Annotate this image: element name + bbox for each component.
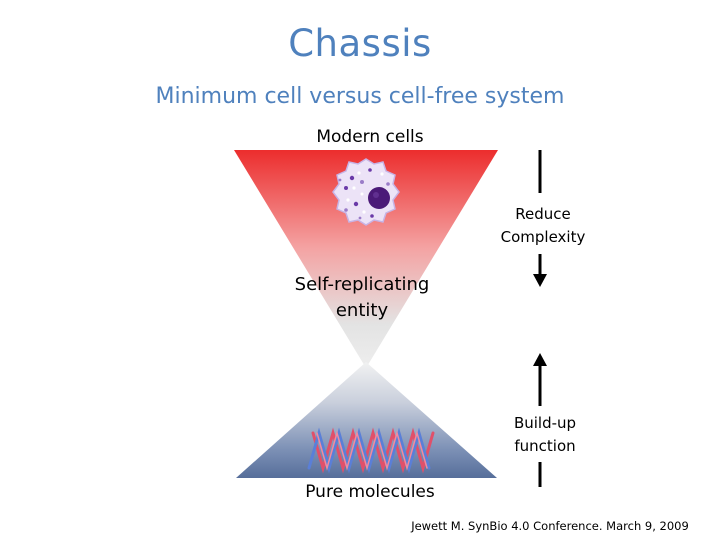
citation: Jewett M. SynBio 4.0 Conference. March 9… (411, 519, 689, 533)
slide-subtitle: Minimum cell versus cell-free system (155, 84, 565, 109)
label-self-replicating-line1: Self-replicating (294, 274, 430, 295)
label-reduce-complexity: Reduce Complexity (478, 203, 608, 249)
top-triangle (234, 150, 498, 368)
down-arrow-icon (533, 150, 547, 287)
label-reduce-line2: Complexity (500, 228, 586, 246)
label-reduce-line1: Reduce (515, 205, 571, 223)
slide-title: Chassis (288, 22, 432, 65)
cell-icon (332, 158, 400, 226)
up-arrow-icon (533, 353, 547, 487)
label-buildup-line2: function (514, 437, 576, 455)
label-modern-cells: Modern cells (316, 127, 424, 147)
bottom-triangle (236, 362, 497, 478)
label-build-up-function: Build-up function (480, 412, 610, 458)
label-self-replicating-line2: entity (335, 300, 389, 321)
dna-helix-icon (307, 427, 435, 474)
label-self-replicating-entity: Self-replicating entity (262, 272, 462, 324)
label-buildup-line1: Build-up (513, 414, 577, 432)
label-pure-molecules: Pure molecules (305, 482, 435, 502)
